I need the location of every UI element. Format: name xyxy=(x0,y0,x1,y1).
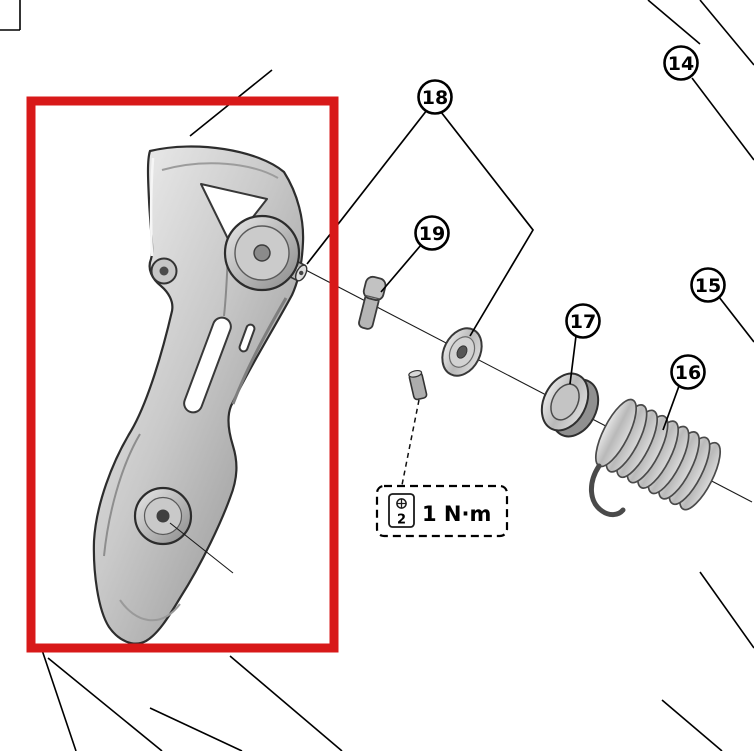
leader-line-15 xyxy=(718,296,754,343)
callout-18: 18 xyxy=(417,79,453,115)
torque-note: 2 1 N·m xyxy=(375,399,509,538)
leader-line-18-right xyxy=(440,111,535,337)
torque-leader-dashed xyxy=(401,399,420,486)
pivot-lug xyxy=(150,257,178,285)
torque-screw-size: 2 xyxy=(397,513,406,528)
adjust-bolt-part xyxy=(408,369,428,401)
washer-part xyxy=(441,327,483,377)
callout-19: 19 xyxy=(414,215,450,251)
stopper-pin-part xyxy=(358,275,387,330)
torque-value: 1 N·m xyxy=(422,502,491,526)
callout-14: 14 xyxy=(663,45,699,81)
lower-pulley-boss xyxy=(133,486,234,574)
tension-spring-part xyxy=(589,398,722,518)
leader-line-19 xyxy=(380,244,422,293)
callout-15: 15 xyxy=(690,267,726,303)
callout-17: 17 xyxy=(565,303,601,339)
spring-end-wire xyxy=(589,463,626,518)
callout-18-label: 18 xyxy=(422,87,448,109)
plate-slot-cutout xyxy=(183,316,232,414)
upper-pivot-boss xyxy=(223,214,308,292)
callout-15-label: 15 xyxy=(695,275,721,297)
leader-line-18-left xyxy=(306,109,428,265)
callout-14-label: 14 xyxy=(668,53,694,75)
highlight-box xyxy=(26,96,339,653)
callout-17-label: 17 xyxy=(570,311,596,333)
callout-16-label: 16 xyxy=(675,362,701,384)
leader-lines xyxy=(306,109,754,431)
callout-19-label: 19 xyxy=(419,223,445,245)
derailleur-outer-plate xyxy=(92,145,308,645)
leader-line-16 xyxy=(662,385,680,431)
seal-ring-part xyxy=(540,372,600,438)
callout-16: 16 xyxy=(670,354,706,390)
plate-small-slot xyxy=(238,323,256,353)
torque-screw-icon: 2 xyxy=(388,493,415,528)
leader-line-17 xyxy=(569,335,577,385)
